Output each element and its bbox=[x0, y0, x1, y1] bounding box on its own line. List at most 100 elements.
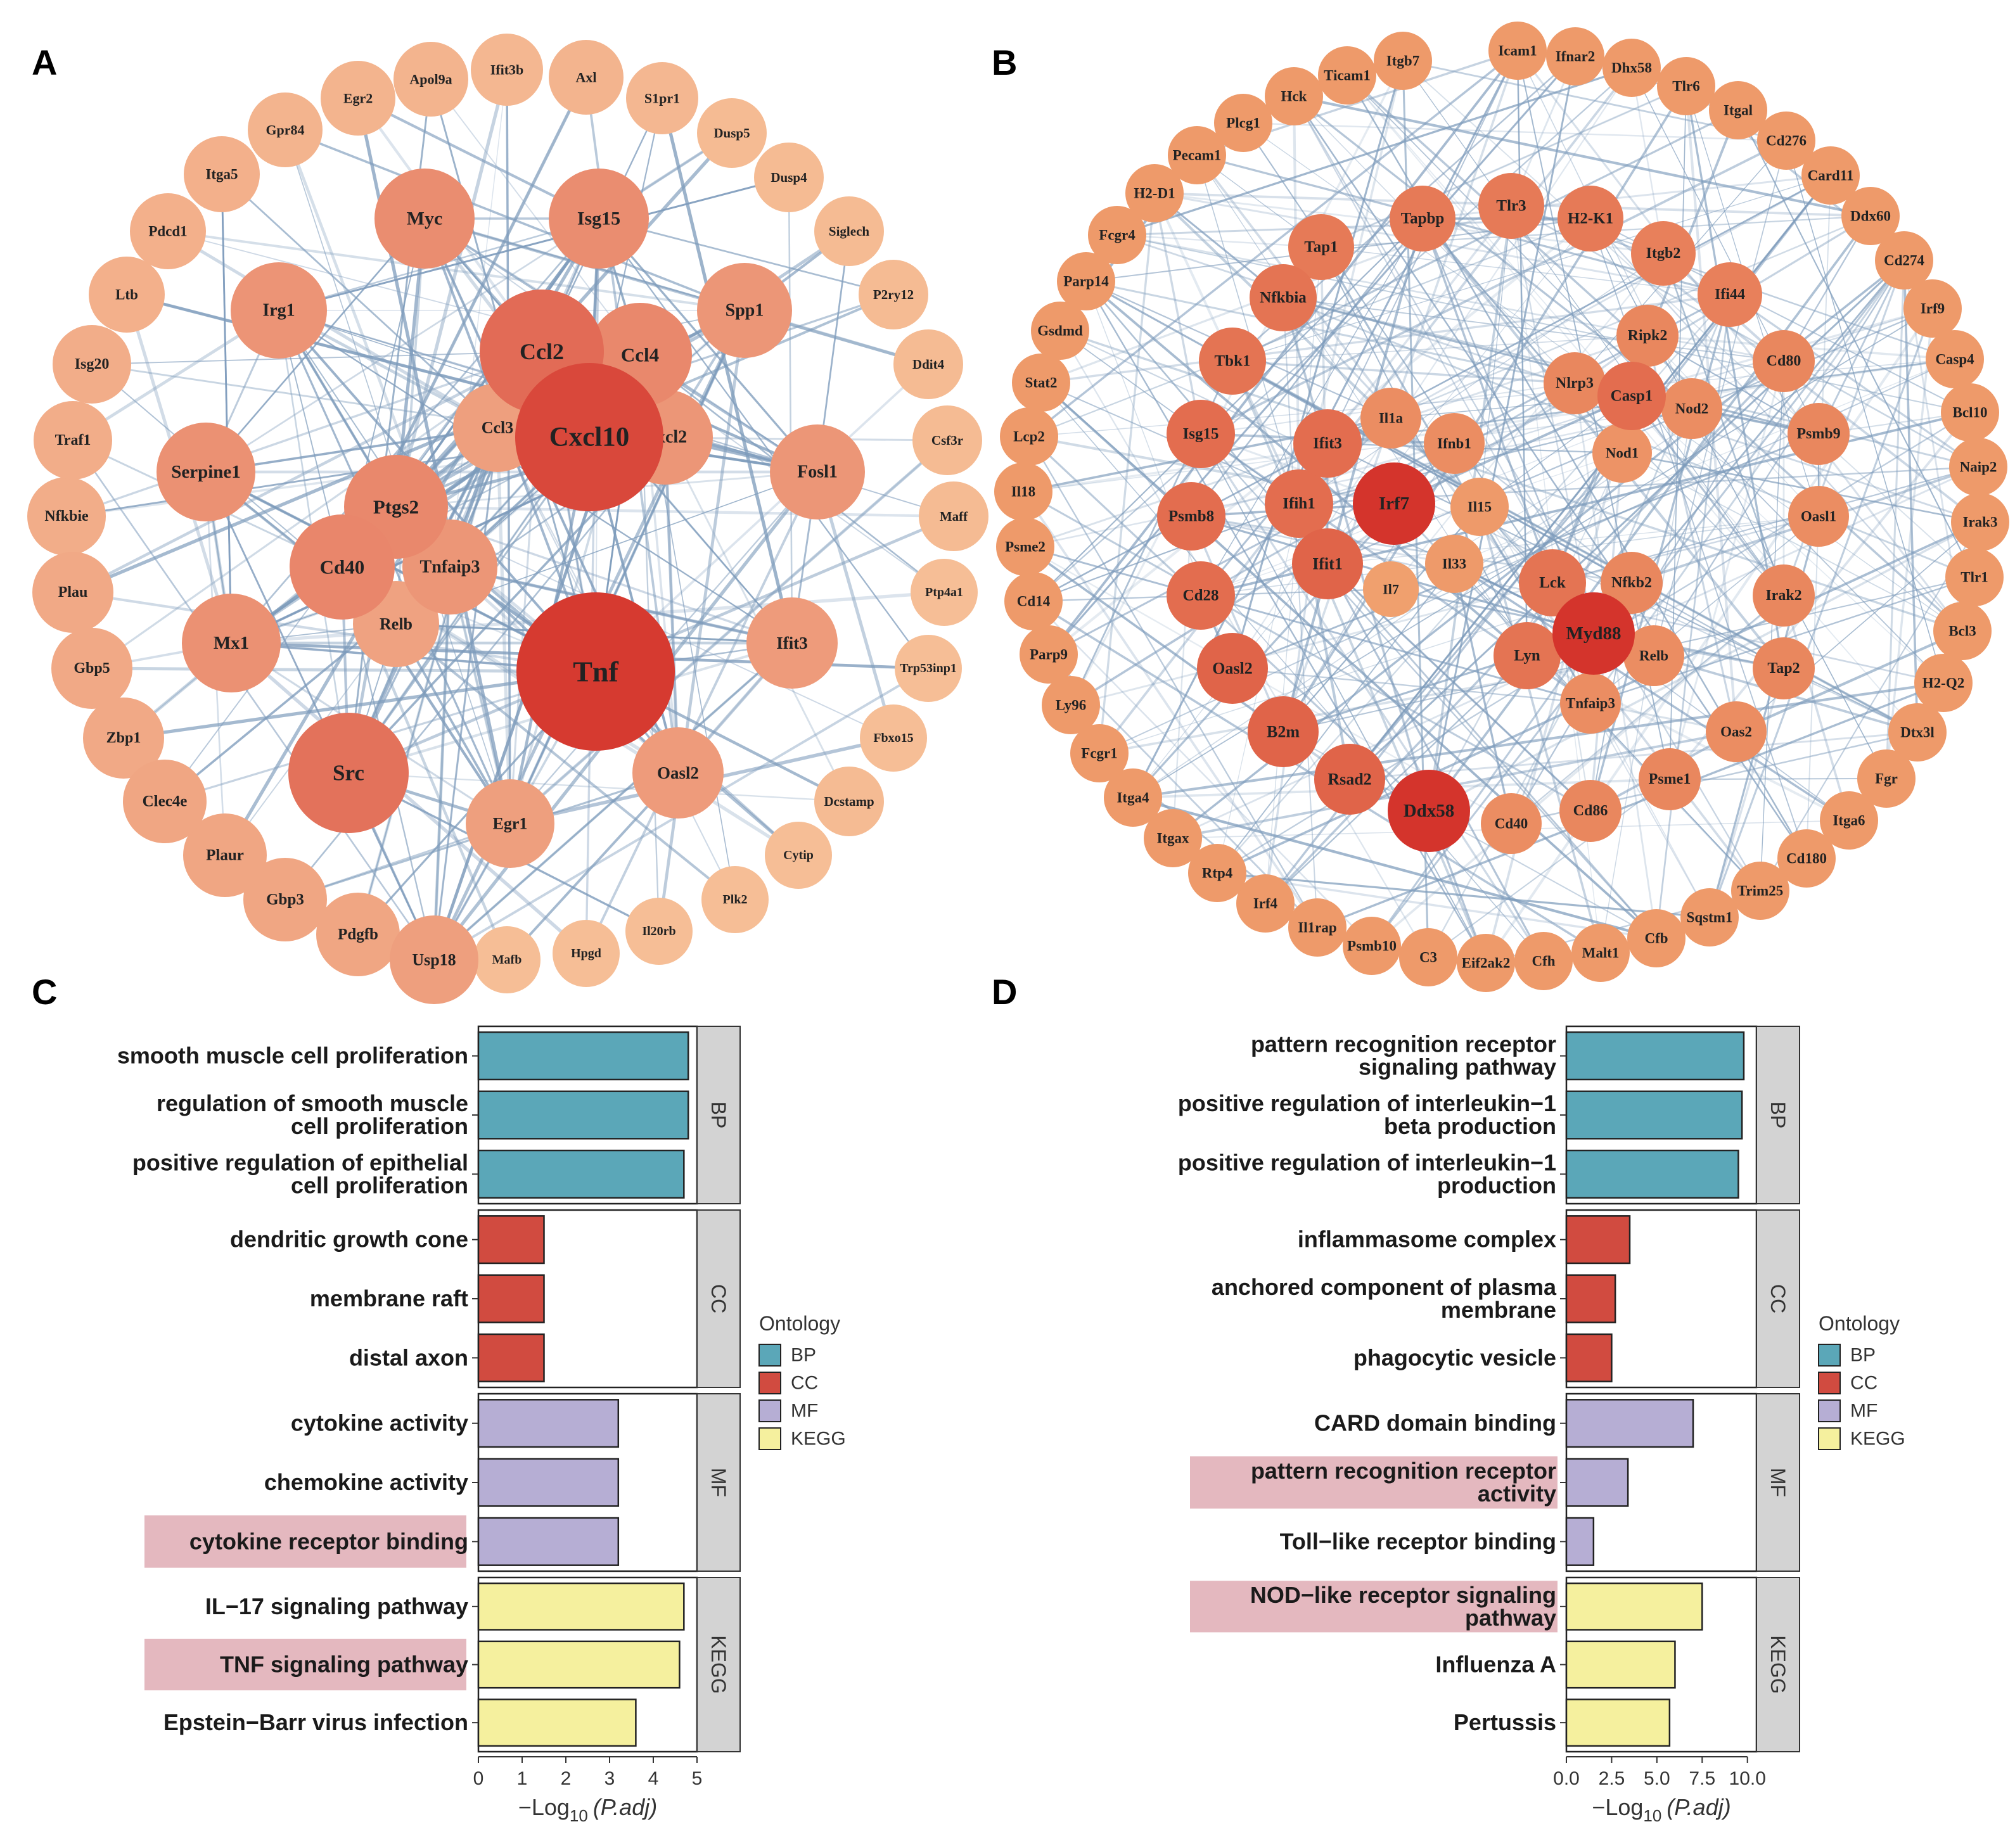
node-clec4e[interactable]: Clec4e bbox=[123, 760, 207, 843]
node-ifnar2[interactable]: Ifnar2 bbox=[1546, 27, 1604, 86]
node-axl[interactable]: Axl bbox=[549, 40, 624, 115]
node-pdcd1[interactable]: Pdcd1 bbox=[130, 193, 206, 269]
node-nfkbie[interactable]: Nfkbie bbox=[27, 477, 106, 556]
node-itgb7[interactable]: Itgb7 bbox=[1374, 32, 1432, 90]
node-pecam1[interactable]: Pecam1 bbox=[1168, 126, 1226, 184]
node-il7[interactable]: Il7 bbox=[1363, 561, 1419, 617]
node-egr1[interactable]: Egr1 bbox=[466, 779, 554, 868]
node-h2-q2[interactable]: H2-Q2 bbox=[1914, 654, 1973, 712]
node-cfb[interactable]: Cfb bbox=[1627, 909, 1686, 967]
node-dcstamp[interactable]: Dcstamp bbox=[814, 767, 884, 836]
node-il20rb[interactable]: Il20rb bbox=[625, 898, 693, 965]
node-ltb[interactable]: Ltb bbox=[89, 257, 165, 333]
node-tnf[interactable]: Tnf bbox=[516, 592, 675, 751]
node-fbxo15[interactable]: Fbxo15 bbox=[860, 704, 927, 772]
node-dusp4[interactable]: Dusp4 bbox=[754, 143, 824, 212]
node-oas2[interactable]: Oas2 bbox=[1706, 701, 1767, 762]
node-itgb2[interactable]: Itgb2 bbox=[1631, 221, 1696, 286]
node-ddit4[interactable]: Ddit4 bbox=[893, 329, 963, 399]
node-csf3r[interactable]: Csf3r bbox=[912, 405, 982, 475]
node-fosl1[interactable]: Fosl1 bbox=[770, 424, 865, 519]
node-ifih1[interactable]: Ifih1 bbox=[1265, 469, 1333, 538]
node-il18[interactable]: Il18 bbox=[994, 462, 1052, 521]
node-oasl2[interactable]: Oasl2 bbox=[1197, 633, 1268, 704]
node-plcg1[interactable]: Plcg1 bbox=[1214, 94, 1272, 152]
node-isg15[interactable]: Isg15 bbox=[1167, 400, 1235, 468]
node-dusp5[interactable]: Dusp5 bbox=[697, 98, 767, 168]
node-cd80[interactable]: Cd80 bbox=[1753, 330, 1815, 392]
node-plau[interactable]: Plau bbox=[32, 552, 113, 633]
node-card11[interactable]: Card11 bbox=[1801, 146, 1860, 205]
node-oasl2[interactable]: Oasl2 bbox=[632, 727, 724, 819]
node-eif2ak2[interactable]: Eif2ak2 bbox=[1457, 934, 1515, 992]
node-hck[interactable]: Hck bbox=[1265, 67, 1323, 125]
node-nlrp3[interactable]: Nlrp3 bbox=[1544, 352, 1606, 414]
node-il1a[interactable]: Il1a bbox=[1360, 388, 1421, 449]
node-parp14[interactable]: Parp14 bbox=[1057, 252, 1115, 310]
node-s1pr1[interactable]: S1pr1 bbox=[626, 62, 698, 134]
node-il1rap[interactable]: Il1rap bbox=[1288, 898, 1347, 957]
node-zbp1[interactable]: Zbp1 bbox=[83, 698, 164, 779]
node-fcgr4[interactable]: Fcgr4 bbox=[1088, 206, 1146, 264]
node-cd86[interactable]: Cd86 bbox=[1559, 780, 1622, 842]
node-cfh[interactable]: Cfh bbox=[1514, 932, 1573, 990]
node-lcp2[interactable]: Lcp2 bbox=[1000, 407, 1058, 466]
node-itgal[interactable]: Itgal bbox=[1709, 81, 1767, 139]
node-pdgfb[interactable]: Pdgfb bbox=[316, 893, 400, 976]
node-src[interactable]: Src bbox=[288, 713, 409, 833]
node-malt1[interactable]: Malt1 bbox=[1571, 924, 1630, 982]
node-ddx58[interactable]: Ddx58 bbox=[1388, 770, 1470, 852]
node-isg15[interactable]: Isg15 bbox=[549, 169, 649, 269]
node-plk2[interactable]: Plk2 bbox=[701, 866, 769, 933]
node-nfkb2[interactable]: Nfkb2 bbox=[1601, 552, 1663, 614]
node-dtx3l[interactable]: Dtx3l bbox=[1888, 703, 1947, 762]
node-hpgd[interactable]: Hpgd bbox=[553, 920, 620, 987]
node-icam1[interactable]: Icam1 bbox=[1488, 22, 1547, 80]
node-tlr6[interactable]: Tlr6 bbox=[1657, 57, 1715, 115]
node-ticam1[interactable]: Ticam1 bbox=[1318, 46, 1376, 105]
node-tbk1[interactable]: Tbk1 bbox=[1199, 328, 1266, 395]
node-ifit1[interactable]: Ifit1 bbox=[1292, 528, 1363, 599]
node-tap2[interactable]: Tap2 bbox=[1753, 637, 1815, 699]
node-bcl10[interactable]: Bcl10 bbox=[1941, 383, 1999, 442]
node-parp9[interactable]: Parp9 bbox=[1020, 625, 1078, 684]
node-cd40[interactable]: Cd40 bbox=[290, 514, 395, 620]
node-fcgr1[interactable]: Fcgr1 bbox=[1070, 724, 1129, 782]
node-trp53inp1[interactable]: Trp53inp1 bbox=[895, 635, 962, 702]
node-ifit3b[interactable]: Ifit3b bbox=[471, 34, 543, 106]
node-irf4[interactable]: Irf4 bbox=[1236, 874, 1295, 933]
node-stat2[interactable]: Stat2 bbox=[1012, 354, 1070, 412]
node-itga6[interactable]: Itga6 bbox=[1820, 791, 1878, 850]
node-casp4[interactable]: Casp4 bbox=[1926, 330, 1984, 388]
node-itga4[interactable]: Itga4 bbox=[1104, 768, 1162, 827]
node-ifnb1[interactable]: Ifnb1 bbox=[1424, 413, 1485, 474]
node-naip2[interactable]: Naip2 bbox=[1949, 438, 2007, 496]
node-bcl3[interactable]: Bcl3 bbox=[1933, 602, 1992, 660]
node-siglech[interactable]: Siglech bbox=[814, 196, 884, 266]
node-traf1[interactable]: Traf1 bbox=[34, 401, 112, 480]
node-casp1[interactable]: Casp1 bbox=[1597, 362, 1666, 430]
node-cd40[interactable]: Cd40 bbox=[1481, 793, 1542, 854]
node-c3[interactable]: C3 bbox=[1399, 928, 1457, 986]
node-itgax[interactable]: Itgax bbox=[1144, 809, 1202, 867]
node-cxcl10[interactable]: Cxcl10 bbox=[515, 363, 663, 511]
node-usp18[interactable]: Usp18 bbox=[390, 915, 478, 1004]
node-gbp3[interactable]: Gbp3 bbox=[243, 858, 327, 941]
node-cd180[interactable]: Cd180 bbox=[1777, 829, 1836, 888]
node-spp1[interactable]: Spp1 bbox=[697, 263, 792, 358]
node-nfkbia[interactable]: Nfkbia bbox=[1250, 264, 1317, 331]
node-lyn[interactable]: Lyn bbox=[1494, 622, 1561, 689]
node-serpine1[interactable]: Serpine1 bbox=[157, 423, 255, 521]
node-dhx58[interactable]: Dhx58 bbox=[1602, 39, 1661, 97]
node-h2-k1[interactable]: H2-K1 bbox=[1558, 186, 1623, 252]
node-irf9[interactable]: Irf9 bbox=[1903, 279, 1962, 338]
node-trim25[interactable]: Trim25 bbox=[1731, 862, 1789, 920]
node-irak3[interactable]: Irak3 bbox=[1951, 493, 2009, 551]
node-myc[interactable]: Myc bbox=[374, 169, 475, 269]
node-p2ry12[interactable]: P2ry12 bbox=[859, 260, 928, 329]
node-fgr[interactable]: Fgr bbox=[1857, 749, 1916, 808]
node-ifi44[interactable]: Ifi44 bbox=[1698, 262, 1762, 327]
node-gbp5[interactable]: Gbp5 bbox=[51, 628, 132, 709]
node-lck[interactable]: Lck bbox=[1519, 549, 1586, 616]
node-psme2[interactable]: Psme2 bbox=[996, 518, 1054, 576]
